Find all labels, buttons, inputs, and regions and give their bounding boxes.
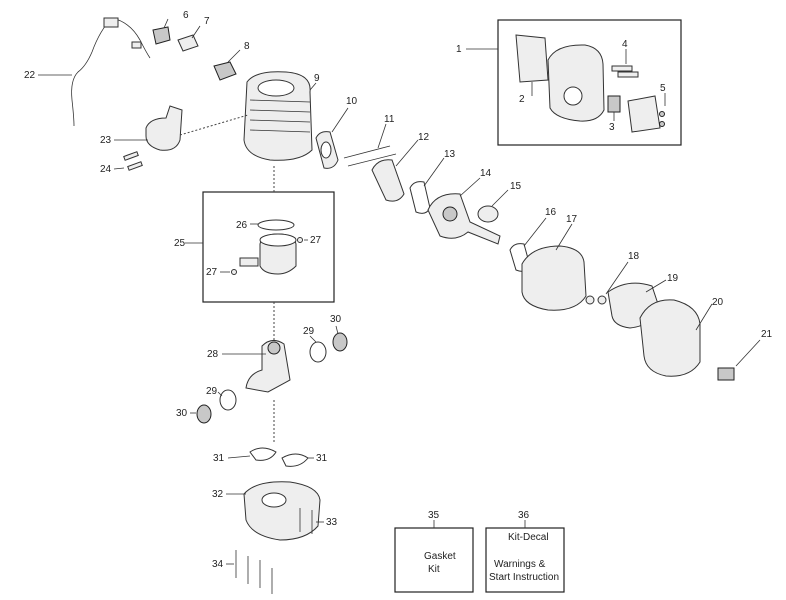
part-crankshaft	[245, 340, 291, 393]
callout-1: 1	[456, 44, 462, 55]
decal-kit-label-2: Start Instruction	[489, 572, 559, 583]
callout-19: 19	[667, 273, 679, 284]
part-bearing	[196, 404, 212, 424]
part-bolt	[611, 65, 633, 72]
part-bolt	[617, 71, 639, 78]
part-gasket-13	[409, 181, 431, 214]
part-ignition-coil	[145, 105, 183, 151]
callout-13: 13	[444, 149, 456, 160]
gasket-kit-label-2: Kit	[428, 564, 440, 575]
callout-3: 3	[609, 122, 615, 133]
kit-box-1	[497, 19, 682, 146]
callout-33: 33	[326, 517, 338, 528]
callout-27: 27	[310, 235, 322, 246]
part-bearing	[332, 332, 348, 352]
decal-kit-label-1: Warnings &	[494, 559, 546, 570]
callout-25: 25	[174, 238, 186, 249]
part-nut	[585, 295, 595, 305]
callout-16: 16	[545, 207, 557, 218]
callout-5: 5	[660, 83, 666, 94]
callout-30b: 30	[176, 408, 188, 419]
part-circlip	[297, 237, 303, 243]
callout-2: 2	[519, 94, 525, 105]
part-nut	[597, 295, 607, 305]
callout-36: 36	[518, 510, 530, 521]
callout-21: 21	[761, 329, 773, 340]
callout-29: 29	[303, 326, 315, 337]
callout-9: 9	[314, 73, 320, 84]
callout-12: 12	[418, 132, 430, 143]
part-screw	[123, 151, 139, 161]
callout-30: 30	[330, 314, 342, 325]
part-piston-pin	[239, 257, 259, 267]
part-cable	[71, 17, 113, 127]
part-7	[177, 34, 199, 52]
part-gasket-12	[371, 159, 405, 202]
part-cylinder	[243, 71, 313, 161]
part-filter-cover	[639, 299, 701, 377]
part-screen-plate	[627, 95, 661, 133]
part-primer-bulb	[477, 205, 499, 223]
callout-31b: 31	[316, 453, 328, 464]
part-crankcase	[243, 481, 321, 541]
callout-24: 24	[100, 164, 112, 175]
callout-8: 8	[244, 41, 250, 52]
kit-box-25	[202, 191, 335, 303]
part-knob	[717, 367, 735, 381]
callout-6: 6	[183, 10, 189, 21]
part-cable-connector	[103, 17, 119, 28]
callout-15: 15	[510, 181, 522, 192]
callout-35: 35	[428, 510, 440, 521]
part-piston-ring	[257, 219, 295, 231]
part-carburetor	[427, 193, 501, 245]
callout-20: 20	[712, 297, 724, 308]
callout-32: 32	[212, 489, 224, 500]
callout-28: 28	[207, 349, 219, 360]
part-small-gasket	[607, 95, 621, 113]
part-air-filter-housing	[521, 245, 587, 311]
callout-14: 14	[480, 168, 492, 179]
decal-kit-title: Kit-Decal	[508, 532, 549, 543]
part-circlip	[231, 269, 237, 275]
callout-29b: 29	[206, 386, 218, 397]
part-muffler-body	[547, 44, 605, 122]
callout-17: 17	[566, 214, 578, 225]
part-crankcase-gasket	[249, 447, 277, 461]
callout-26: 26	[236, 220, 248, 231]
callout-18: 18	[628, 251, 640, 262]
callout-27b: 27	[206, 267, 218, 278]
part-washer	[309, 341, 327, 363]
callout-22: 22	[24, 70, 36, 81]
gasket-kit-label-1: Gasket	[424, 551, 456, 562]
callout-11: 11	[384, 114, 395, 125]
callout-34: 34	[212, 559, 224, 570]
part-screw	[127, 161, 143, 171]
callout-7: 7	[204, 16, 210, 27]
callout-4: 4	[622, 39, 628, 50]
callout-31: 31	[213, 453, 225, 464]
part-6	[152, 26, 171, 45]
part-washer	[219, 389, 237, 411]
part-cover-plate	[515, 34, 549, 83]
part-crankcase-gasket	[281, 453, 309, 467]
part-spark-plug	[213, 61, 237, 81]
callout-10: 10	[346, 96, 358, 107]
callout-23: 23	[100, 135, 112, 146]
